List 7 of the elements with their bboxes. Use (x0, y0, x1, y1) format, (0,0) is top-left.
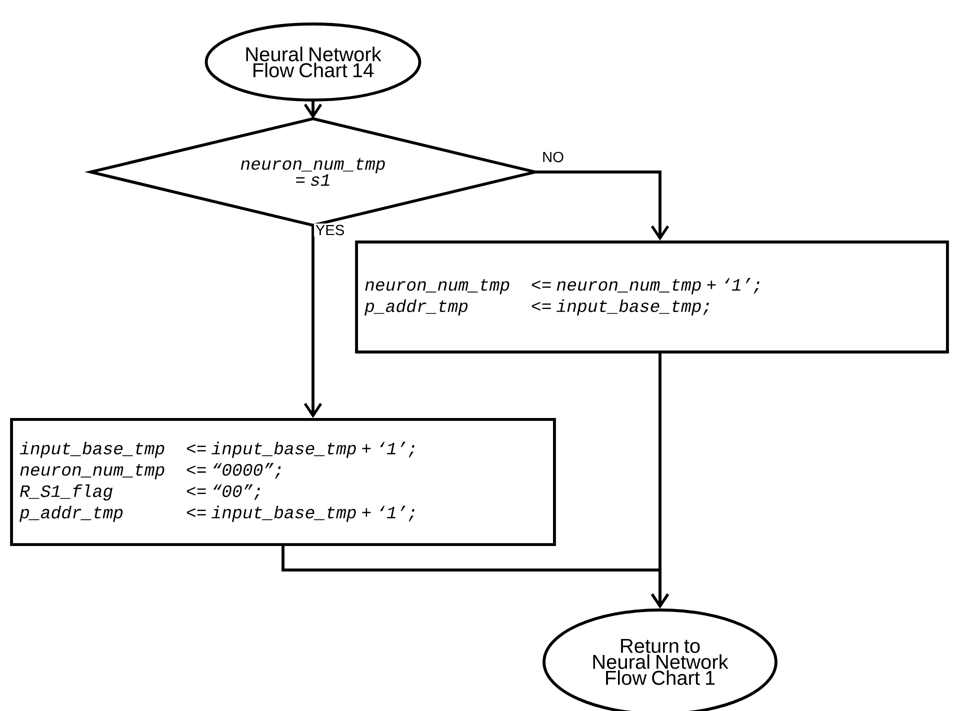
edge-label: YES (314, 223, 346, 237)
arrow (304, 225, 322, 418)
process-box: neuron_num_tmp <= neuron_num_tmp + ‘1’; p_addr_tmp <= input_base_tmp; (355, 240, 949, 354)
arrow (535, 170, 670, 241)
arrow (282, 546, 670, 609)
process-box: input_base_tmp <= input_base_tmp + ‘1’; neuron_num_tmp <= “0000”; R_S1_flag <= “00”; p_addr_tmp <= input_base_tmp + ‘1’; (10, 418, 556, 546)
edge-label: NO (540, 150, 566, 164)
